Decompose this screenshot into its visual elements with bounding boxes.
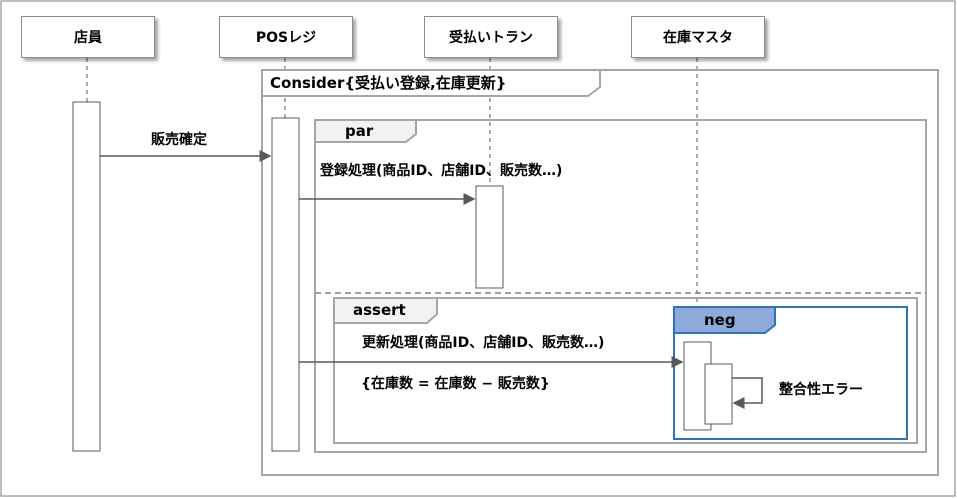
par-label-tab bbox=[314, 119, 417, 143]
assert-label-tab bbox=[333, 297, 438, 324]
message-integrity-error: 整合性エラー bbox=[779, 382, 863, 398]
neg-label: neg bbox=[704, 311, 736, 329]
activation-pos bbox=[271, 117, 300, 452]
message-register: 登録処理(商品ID、店舗ID、販売数…) bbox=[320, 163, 563, 179]
message-sale-confirm: 販売確定 bbox=[151, 132, 207, 148]
constraint-label: {在庫数 = 在庫数 − 販売数} bbox=[361, 376, 550, 392]
activation-stock-nested bbox=[704, 363, 733, 425]
arrow-integrity-self bbox=[732, 377, 763, 409]
message-update: 更新処理(商品ID、店舗ID、販売数…) bbox=[362, 335, 605, 351]
consider-label: Consider{受払い登録,在庫更新} bbox=[270, 74, 507, 92]
activation-receipt bbox=[475, 185, 504, 289]
lifeline-head-clerk: 店員 bbox=[21, 16, 155, 58]
lifeline-head-stock: 在庫マスタ bbox=[631, 16, 765, 58]
consider-label-tab bbox=[261, 69, 601, 97]
par-fragment bbox=[314, 119, 927, 453]
lifeline-head-pos: POSレジ bbox=[219, 16, 353, 58]
activation-clerk bbox=[72, 101, 101, 452]
assert-label: assert bbox=[353, 301, 406, 319]
par-label: par bbox=[345, 122, 374, 140]
neg-label-tab bbox=[673, 306, 776, 334]
assert-fragment bbox=[333, 297, 918, 444]
lifeline-head-receipt: 受払いトラン bbox=[424, 16, 558, 58]
